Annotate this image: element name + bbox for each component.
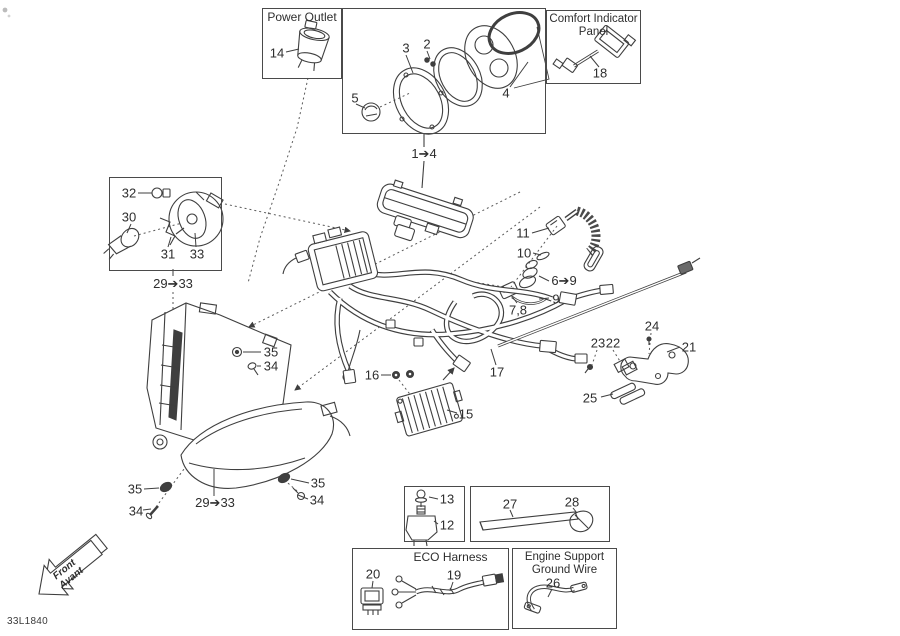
callout-10: 10 (516, 245, 532, 261)
comfort-panel-drawing (552, 24, 637, 73)
comfort-panel-title: Comfort Indicator Panel (549, 13, 638, 38)
callout-6-9: 6➔9 (551, 273, 577, 288)
callout-12: 12 (439, 517, 455, 533)
callout-29-33-lower: 29➔33 (195, 495, 235, 510)
callout-30: 30 (121, 209, 137, 225)
power-outlet-box: Power Outlet (262, 8, 342, 79)
callout-7-8: 7,8 (508, 302, 528, 318)
callout-32: 32 (121, 185, 137, 201)
engine-ground-box: Engine Support Ground Wire (512, 548, 617, 629)
callout-17: 17 (489, 364, 505, 380)
callout-24: 24 (644, 318, 660, 334)
headlamp-bulb-drawing (103, 187, 224, 260)
callout-26: 26 (545, 575, 561, 591)
power-outlet-drawing (297, 19, 330, 71)
callout-9: 9 (552, 291, 560, 307)
callout-35-housing: 35 (263, 344, 279, 360)
callout-15: 15 (458, 406, 474, 422)
callout-20: 20 (365, 566, 381, 582)
headlight-lens-drawing (145, 346, 351, 520)
callout-14: 14 (269, 45, 285, 61)
engine-ground-title: Engine Support Ground Wire (524, 551, 605, 576)
eco-harness-title: ECO Harness (413, 550, 488, 564)
main-harness-drawing (282, 226, 614, 385)
callout-35-left: 35 (127, 481, 143, 497)
callout-28: 28 (564, 494, 580, 510)
callout-29-33-upper: 29➔33 (153, 276, 193, 291)
callout-1-4: 1➔4 (411, 146, 437, 161)
comfort-panel-box: Comfort Indicator Panel (546, 10, 641, 84)
callout-19: 19 (446, 567, 462, 583)
switch-and-nut-drawing (405, 489, 438, 547)
callout-34-left: 34 (128, 503, 144, 519)
bulb-assembly-box (109, 177, 222, 271)
callout-21: 21 (681, 339, 697, 355)
callout-25: 25 (582, 390, 598, 406)
doc-code: 33L1840 (7, 616, 49, 627)
callout-2: 2 (423, 36, 431, 52)
corner-mark-icon (2, 7, 11, 18)
switch-box (404, 486, 465, 542)
callout-3: 3 (402, 40, 410, 56)
callout-23: 23 (590, 335, 606, 351)
callout-34-housing: 34 (263, 358, 279, 374)
gauge-assembly-box (342, 8, 546, 134)
strip-and-clip-drawing (479, 510, 594, 533)
gauge-cluster-drawing (376, 134, 474, 242)
front-direction-arrow (38, 533, 108, 596)
gauge-exploded-drawing (361, 11, 550, 135)
callout-11: 11 (516, 225, 530, 241)
voltage-regulator-drawing (391, 367, 463, 437)
callout-5: 5 (351, 90, 359, 106)
callout-33: 33 (189, 246, 205, 262)
power-outlet-title: Power Outlet (267, 10, 337, 24)
callout-13: 13 (439, 491, 455, 507)
callout-35-right: 35 (310, 475, 326, 491)
ground-wire-drawing (523, 581, 588, 614)
leader-lines (126, 48, 681, 598)
callout-16: 16 (364, 367, 380, 383)
callout-22: 22 (605, 335, 621, 351)
eco-harness-box: ECO Harness (352, 548, 509, 630)
callout-18: 18 (592, 65, 608, 81)
callout-31: 31 (160, 246, 176, 262)
bracket-and-antenna-drawing (497, 257, 701, 405)
strip-clip-box (470, 486, 610, 542)
callout-27: 27 (502, 496, 518, 512)
callout-4: 4 (502, 85, 510, 101)
callout-34-right: 34 (309, 492, 325, 508)
